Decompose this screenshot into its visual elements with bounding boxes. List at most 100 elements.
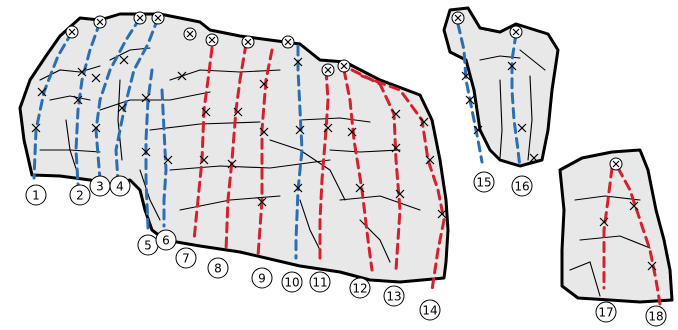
anchor-icon xyxy=(281,35,295,49)
route-label-7[interactable]: 7 xyxy=(175,247,197,269)
route-line-14 xyxy=(360,74,446,292)
bolt-icon xyxy=(119,55,129,65)
route-label-6[interactable]: 6 xyxy=(155,229,177,251)
route-label-12[interactable]: 12 xyxy=(349,277,371,299)
route-label-ring xyxy=(207,257,229,279)
route-label-11[interactable]: 11 xyxy=(309,271,331,293)
bolt-icon xyxy=(395,189,405,199)
anchor-icon xyxy=(241,35,255,49)
route-label-ring xyxy=(419,299,441,321)
bolt-icon xyxy=(141,93,151,103)
anchor-icon xyxy=(151,11,165,25)
route-label-number: 6 xyxy=(162,234,170,248)
bolt-icon xyxy=(419,117,429,127)
route-line-13 xyxy=(350,68,402,272)
bolt-icon xyxy=(91,73,101,83)
bolt-icon xyxy=(437,209,447,219)
route-line-4 xyxy=(114,16,160,184)
route-line-2 xyxy=(74,20,102,186)
route-line-5 xyxy=(144,68,154,230)
bolt-icon xyxy=(73,95,83,105)
bolt-icon xyxy=(77,67,87,77)
route-label-3[interactable]: 3 xyxy=(89,175,111,197)
route-label-17[interactable]: 17 xyxy=(595,301,617,323)
anchor-icon xyxy=(65,25,79,39)
bolt-icon xyxy=(517,123,527,133)
anchor-icon xyxy=(183,27,197,41)
route-label-ring xyxy=(251,267,273,289)
bolt-icon xyxy=(37,87,47,97)
bolt-icon xyxy=(647,261,657,271)
bolt-icon xyxy=(391,109,401,119)
route-label-16[interactable]: 16 xyxy=(511,175,533,197)
route-label-number: 12 xyxy=(352,282,367,296)
route-label-ring xyxy=(511,175,533,197)
anchor-icon xyxy=(337,59,351,73)
bolt-icon xyxy=(425,155,435,165)
bolt-icon xyxy=(259,127,269,137)
lower-right-rock xyxy=(558,148,674,304)
route-line-17 xyxy=(602,166,614,290)
route-line-7 xyxy=(192,46,214,242)
anchor-icon xyxy=(609,157,623,171)
bolt-icon xyxy=(31,123,41,133)
route-label-number: 16 xyxy=(514,180,529,194)
route-label-10[interactable]: 10 xyxy=(281,271,303,293)
route-line-3 xyxy=(94,16,142,182)
bolt-icon xyxy=(199,155,209,165)
anchor-icon xyxy=(133,11,147,25)
route-label-8[interactable]: 8 xyxy=(207,257,229,279)
bolt-icon xyxy=(461,71,471,81)
bolt-icon xyxy=(257,197,267,207)
route-label-ring xyxy=(595,301,617,323)
route-label-number: 15 xyxy=(476,176,491,190)
route-line-8 xyxy=(224,42,248,252)
route-label-ring xyxy=(175,247,197,269)
route-label-number: 2 xyxy=(76,189,84,203)
bolt-icon xyxy=(347,127,357,137)
route-label-2[interactable]: 2 xyxy=(69,184,91,206)
anchor-icon xyxy=(205,33,219,47)
route-label-5[interactable]: 5 xyxy=(137,234,159,256)
route-label-number: 9 xyxy=(258,272,266,286)
route-label-18[interactable]: 18 xyxy=(645,305,667,327)
route-label-ring xyxy=(109,175,131,197)
route-label-ring xyxy=(473,171,495,193)
route-line-1 xyxy=(32,30,74,180)
route-label-number: 13 xyxy=(386,290,401,304)
route-label-number: 1 xyxy=(32,189,40,203)
route-label-ring xyxy=(281,271,303,293)
route-label-ring xyxy=(25,184,47,206)
anchor-icon xyxy=(321,63,335,77)
bolt-icon xyxy=(473,125,483,135)
route-label-ring xyxy=(349,277,371,299)
anchor-icon xyxy=(93,15,107,29)
bolt-icon xyxy=(201,107,211,117)
bolt-icon xyxy=(293,183,303,193)
route-label-number: 11 xyxy=(312,276,327,290)
route-label-4[interactable]: 4 xyxy=(109,175,131,197)
route-label-1[interactable]: 1 xyxy=(25,184,47,206)
bolt-icon xyxy=(177,71,187,81)
route-label-15[interactable]: 15 xyxy=(473,171,495,193)
route-label-13[interactable]: 13 xyxy=(383,285,405,307)
route-label-number: 10 xyxy=(284,276,299,290)
bolt-icon xyxy=(141,147,151,157)
route-label-9[interactable]: 9 xyxy=(251,267,273,289)
route-label-number: 5 xyxy=(144,239,152,253)
bolt-marks xyxy=(31,55,657,271)
route-lines xyxy=(32,16,662,306)
route-line-16 xyxy=(510,32,522,170)
bolt-icon xyxy=(91,123,101,133)
route-label-number: 8 xyxy=(214,262,222,276)
route-label-ring xyxy=(69,184,91,206)
bolt-icon xyxy=(529,153,539,163)
bolt-icon xyxy=(465,95,475,105)
route-label-14[interactable]: 14 xyxy=(419,299,441,321)
anchor-icon xyxy=(509,25,523,39)
upper-right-rock xyxy=(442,6,560,168)
route-label-ring xyxy=(155,229,177,251)
route-line-18 xyxy=(616,166,662,306)
